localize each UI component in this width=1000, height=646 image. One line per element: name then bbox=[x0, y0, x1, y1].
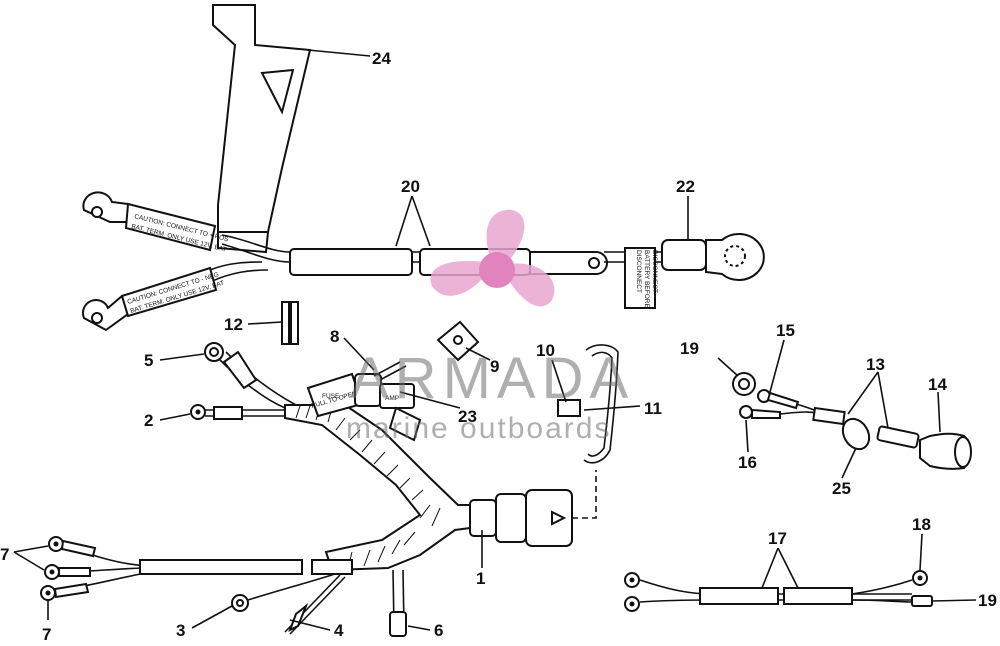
callout-7-bottom: 7 bbox=[42, 625, 51, 644]
callout-9: 9 bbox=[490, 357, 499, 376]
callout-17: 17 bbox=[768, 529, 787, 548]
propeller-logo-icon bbox=[430, 209, 555, 307]
callout-7-top: 7 bbox=[0, 545, 9, 564]
callout-19: 19 bbox=[978, 591, 997, 610]
leader-lines bbox=[13, 49, 977, 631]
callout-8: 8 bbox=[330, 327, 339, 346]
battery-cables: CAUTION: CONNECT TO + POS BAT. TERM. ONL… bbox=[82, 191, 608, 332]
callout-4: 4 bbox=[334, 621, 344, 640]
callout-2: 2 bbox=[144, 411, 153, 430]
callout-numbers: 24 20 22 12 8 9 10 11 23 5 2 7 7 3 4 6 1… bbox=[0, 49, 997, 644]
callout-13: 13 bbox=[866, 355, 885, 374]
callout-1: 1 bbox=[476, 569, 485, 588]
callout-5: 5 bbox=[144, 351, 153, 370]
callout-18: 18 bbox=[912, 515, 931, 534]
callout-22: 24 bbox=[372, 49, 391, 68]
watermark-title: ARMADA bbox=[350, 346, 634, 411]
clamp bbox=[436, 320, 480, 362]
callout-11: 11 bbox=[644, 399, 662, 418]
callout-14: 14 bbox=[928, 375, 947, 394]
fuse-label: FUSE bbox=[322, 393, 340, 400]
callout-3: 3 bbox=[176, 621, 185, 640]
ring-terminals-7 bbox=[40, 536, 97, 601]
main-harness bbox=[40, 342, 597, 637]
callout-12: 12 bbox=[224, 315, 243, 334]
fuse-amp-label: AMP bbox=[385, 395, 399, 402]
battery-cable-boot bbox=[212, 4, 312, 254]
jumper-lead bbox=[624, 570, 933, 612]
positive-cable-terminal: CAUTION: CONNECT TO + POS BAT. TERM. ONL… bbox=[82, 191, 230, 254]
callout-25: 25 bbox=[832, 479, 851, 498]
armada-watermark: ARMADA marine outboards bbox=[346, 209, 634, 445]
watermark-subtitle: marine outboards bbox=[346, 412, 611, 445]
callout-16: 16 bbox=[738, 453, 757, 472]
callout-6: 6 bbox=[434, 621, 443, 640]
solenoid-lead: DISCONNECT BATTERY BEFORE DISCONNECT bbox=[604, 233, 765, 309]
callout-20: 19 bbox=[680, 339, 699, 358]
callout-24: 23 bbox=[458, 407, 477, 426]
key-switch-assembly bbox=[732, 372, 972, 470]
callout-15: 15 bbox=[776, 321, 795, 340]
callout-23: 22 bbox=[676, 177, 695, 196]
harness-clip bbox=[557, 344, 619, 464]
solenoid-tag-line1: DISCONNECT bbox=[635, 250, 642, 293]
callout-21: 20 bbox=[401, 177, 420, 196]
grommet bbox=[281, 301, 299, 345]
callout-10: 10 bbox=[536, 341, 555, 360]
solenoid-tag-line2: BATTERY BEFORE bbox=[643, 250, 650, 308]
solenoid-tag-line3: DISCONNECT bbox=[651, 250, 658, 293]
negative-cable-terminal: CAUTION: CONNECT TO - NEG BAT. TERM. ONL… bbox=[82, 266, 225, 332]
